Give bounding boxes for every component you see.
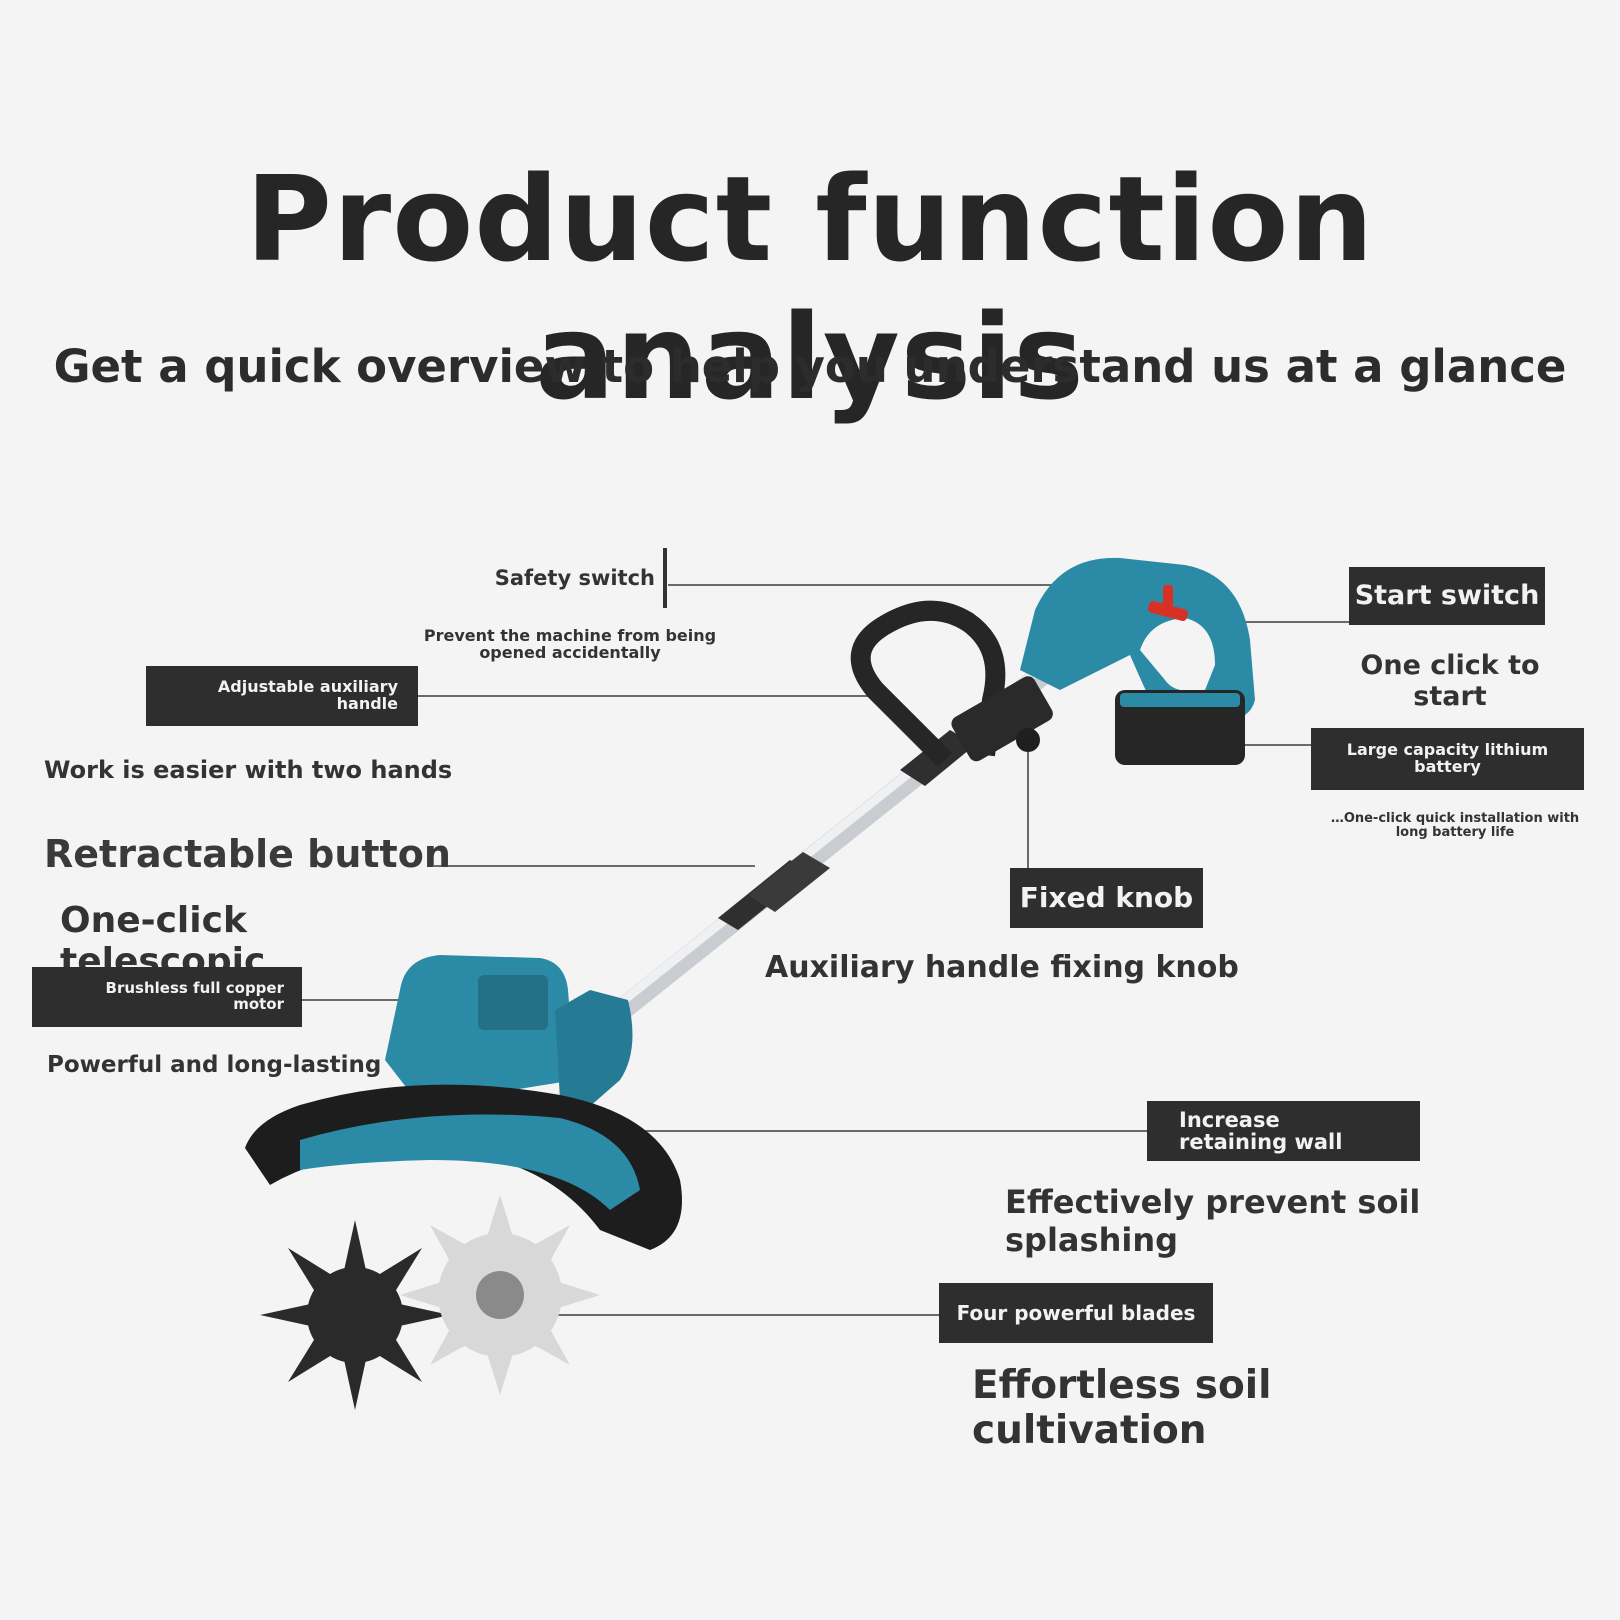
retaining-wall-tag: Increase retaining wall xyxy=(1147,1101,1420,1161)
blades-tag: Four powerful blades xyxy=(939,1283,1213,1343)
start-switch-desc: One click to start xyxy=(1360,650,1540,712)
retractable-sleeve xyxy=(748,852,830,912)
retaining-wall-shape xyxy=(245,1084,682,1250)
motor-desc: Powerful and long-lasting xyxy=(47,1052,382,1078)
fixed-knob-desc: Auxiliary handle fixing knob xyxy=(765,950,1239,985)
page-title: Product function analysis xyxy=(245,150,1375,426)
retractable-button-label: Retractable button xyxy=(44,832,451,876)
blades-desc: Effortless soil cultivation xyxy=(972,1363,1272,1453)
retaining-wall-desc: Effectively prevent soil splashing xyxy=(1005,1183,1421,1259)
fixed-knob-shape xyxy=(1016,728,1040,752)
safety-switch-desc: Prevent the machine from being opened ac… xyxy=(423,626,717,662)
auxiliary-handle-desc: Work is easier with two hands xyxy=(44,756,453,784)
motor-housing-shape xyxy=(385,955,633,1115)
page-subtitle: Get a quick overview to help you underst… xyxy=(53,340,1567,393)
motor-tag: Brushless full copper motor xyxy=(32,967,302,1027)
safety-switch-marker xyxy=(663,548,667,608)
handle-clamp xyxy=(951,676,1053,762)
battery-pack-shape xyxy=(1115,690,1245,765)
safety-switch-label: Safety switch xyxy=(494,566,655,590)
blades-shape xyxy=(260,1195,600,1410)
start-switch-tag: Start switch xyxy=(1349,567,1545,625)
trigger-red xyxy=(1148,600,1188,622)
auxiliary-handle-shape xyxy=(850,600,1053,768)
safety-button-red xyxy=(1163,585,1173,607)
battery-desc: …One-click quick installation with long … xyxy=(1330,811,1580,841)
battery-tag: Large capacity lithium battery xyxy=(1311,728,1584,790)
rear-handle-shape xyxy=(1020,557,1255,765)
telescopic-pole xyxy=(604,647,1078,1022)
fixed-knob-tag: Fixed knob xyxy=(1010,868,1203,928)
auxiliary-handle-tag: Adjustable auxiliary handle xyxy=(146,666,418,726)
